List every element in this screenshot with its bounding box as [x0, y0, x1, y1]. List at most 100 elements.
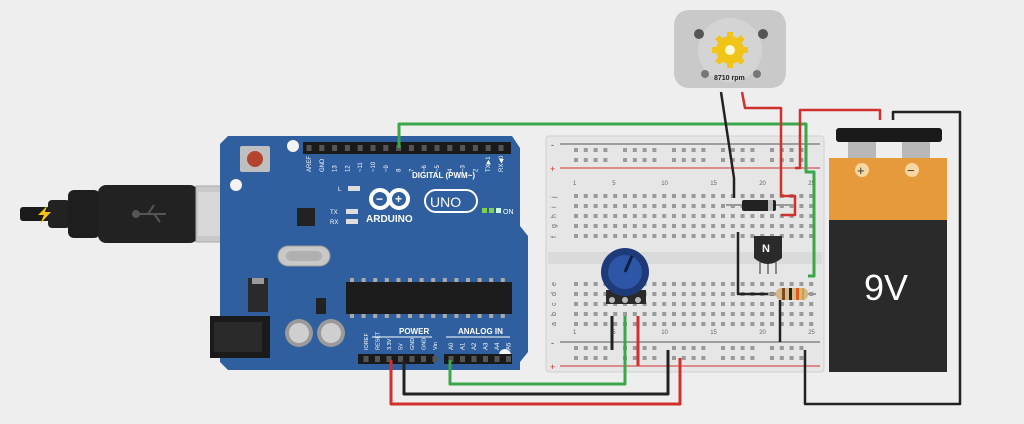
power-pin-label: GND	[422, 338, 428, 350]
row-letter: h	[551, 214, 558, 218]
row-letter: i	[551, 206, 558, 208]
dc-motor[interactable]: 8710 rpm	[674, 10, 786, 88]
analog-pin-label: A4	[495, 342, 501, 350]
column-number: 15	[710, 181, 717, 187]
diode-smd	[316, 298, 326, 314]
digital-pin-label: AREF	[307, 156, 313, 172]
column-number: 5	[612, 181, 616, 187]
voltage-regulator	[248, 278, 268, 312]
led-tx-label: TX	[330, 210, 338, 216]
battery-9v[interactable]: + − 9V	[829, 128, 947, 372]
wire-red-motor[interactable]	[740, 91, 797, 217]
reset-button[interactable]	[240, 146, 270, 172]
digital-header[interactable]	[303, 142, 511, 154]
microcontroller-chip	[346, 278, 512, 318]
wire-green-a0[interactable]	[448, 316, 627, 386]
power-pin-label: IOREF	[364, 333, 370, 350]
potentiometer[interactable]	[601, 248, 649, 304]
status-leds	[346, 186, 501, 224]
led-l-label: L	[338, 187, 342, 193]
wire-black-gnd[interactable]	[402, 350, 670, 396]
breadboard-holes[interactable]	[574, 148, 814, 360]
digital-pin-label: ~11	[358, 162, 364, 172]
column-number: 5	[612, 330, 616, 336]
motor-speed: 8710 rpm	[714, 75, 745, 82]
digital-pin-label: ~6	[422, 164, 428, 172]
row-letter: e	[551, 282, 558, 286]
led-rx-label: RX	[330, 220, 338, 226]
resistor[interactable]	[768, 288, 816, 300]
digital-pin-label: 13	[333, 165, 339, 172]
analog-pin-labels: A0 A1 A2 A3 A4 A5	[449, 342, 513, 350]
breadboard-row-letters: j i h g f e d c b a	[551, 196, 558, 326]
power-header[interactable]	[358, 354, 434, 364]
digital-header-label: DIGITAL (PWM~)	[412, 171, 475, 180]
column-number: 25	[808, 181, 815, 187]
digital-pin-label: 4	[448, 168, 454, 172]
power-pin-label: RESET	[376, 331, 382, 350]
wire-green-pwm[interactable]	[397, 122, 816, 278]
wire-red-battery[interactable]	[795, 108, 882, 170]
rail-minus-bottom: -	[551, 338, 554, 348]
power-jack[interactable]	[210, 316, 270, 358]
analog-pin-label: A2	[472, 342, 478, 350]
digital-pin-label: GND	[320, 158, 326, 172]
digital-pin-label: TX▶1	[486, 156, 492, 172]
svg-text:−: −	[376, 192, 383, 206]
lightning-icon	[38, 206, 51, 224]
on-label: ON	[503, 209, 514, 216]
row-letter: g	[551, 224, 558, 228]
row-letter: c	[551, 302, 558, 306]
wire-red-5v[interactable]	[389, 358, 682, 406]
digital-pin-label: 2	[473, 168, 479, 172]
brand-label: ARDUINO	[366, 214, 413, 225]
analog-section-label: ANALOG IN	[458, 327, 503, 336]
rail-minus-top: -	[551, 140, 554, 150]
column-number: 20	[759, 181, 766, 187]
analog-pin-label: A0	[449, 342, 455, 350]
wire-black-transistor[interactable]	[736, 232, 778, 296]
row-letter: b	[551, 312, 558, 316]
battery-voltage: 9V	[864, 267, 908, 308]
digital-pin-label: 7	[409, 168, 415, 172]
digital-pin-label: 8	[397, 168, 403, 172]
column-number: 10	[661, 330, 668, 336]
analog-pin-label: A5	[507, 342, 513, 350]
digital-pin-label: ~3	[461, 164, 467, 172]
row-letter: a	[551, 322, 558, 326]
column-number: 1	[573, 330, 577, 336]
row-letter: f	[551, 236, 558, 238]
power-pin-label: 5V	[399, 343, 405, 350]
digital-pin-label: ~5	[435, 164, 441, 172]
column-number: 10	[661, 181, 668, 187]
analog-pin-label: A3	[484, 342, 490, 350]
battery-minus: −	[907, 163, 915, 178]
rail-plus-bottom: +	[550, 362, 555, 372]
column-number: 15	[710, 330, 717, 336]
power-pin-label: 3.3V	[387, 338, 393, 350]
wires[interactable]	[389, 91, 962, 406]
digital-pin-label: RX◀0	[499, 155, 505, 172]
row-letter: d	[551, 292, 558, 296]
row-letter: j	[551, 196, 558, 199]
power-pin-label: Vin	[433, 342, 439, 350]
analog-header[interactable]	[444, 354, 512, 364]
column-number: 1	[573, 181, 577, 187]
transistor[interactable]: N	[754, 236, 782, 274]
capacitors	[285, 319, 345, 347]
wire-black-battery[interactable]	[803, 110, 962, 406]
analog-pin-label: A1	[461, 342, 467, 350]
rail-plus-top: +	[550, 164, 555, 174]
arduino-logo: − +	[369, 188, 478, 213]
svg-text:+: +	[395, 192, 402, 206]
wire-black-motor[interactable]	[719, 91, 736, 198]
usb-icon	[132, 204, 166, 223]
model-label: UNO	[430, 194, 461, 210]
diode[interactable]	[726, 200, 790, 211]
